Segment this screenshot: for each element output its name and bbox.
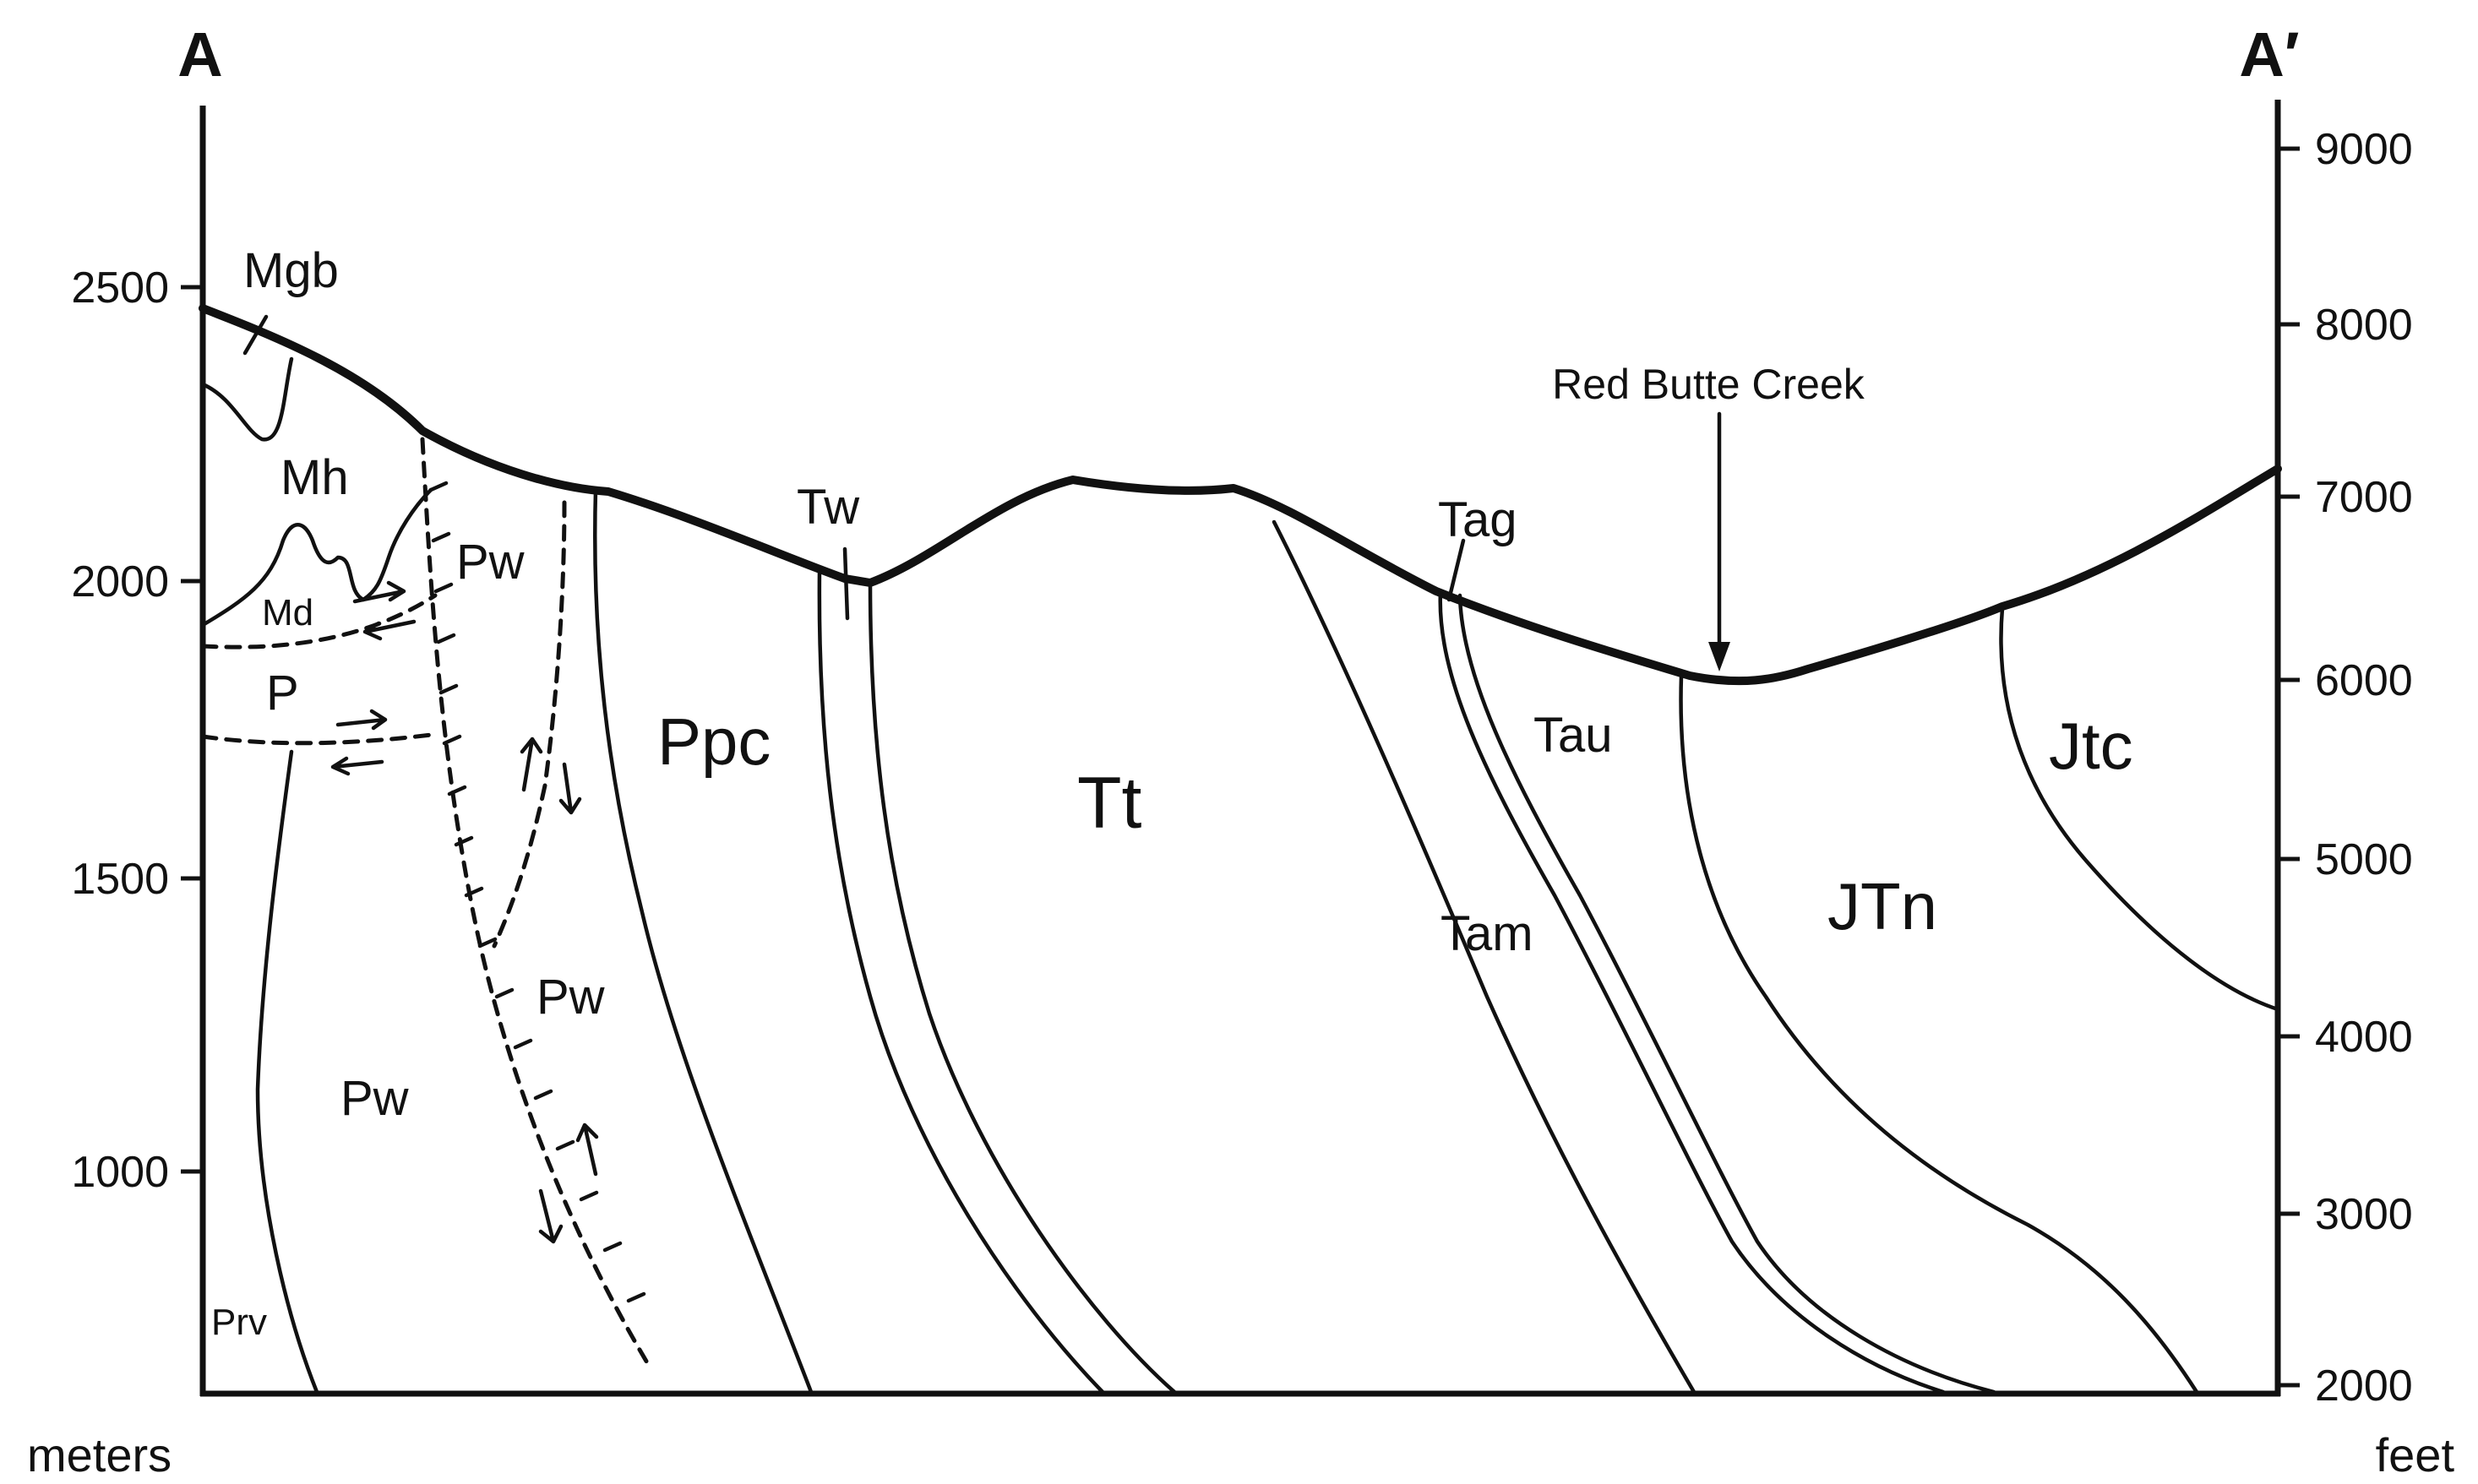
thrust-tooth (428, 481, 449, 492)
left-axis-unit: meters (27, 1428, 172, 1481)
slip-arrow-up (520, 737, 543, 792)
slip-arrow-down (538, 1188, 564, 1244)
unit-label-ppc: Ppc (657, 704, 771, 779)
left-tick-label: 1000 (71, 1148, 169, 1197)
unit-label-mh: Mh (280, 450, 349, 505)
unit-label-p: P (266, 666, 299, 720)
unit-label-mgb: Mgb (243, 243, 339, 298)
mh-md-contact (200, 487, 433, 628)
right-axis-ticks (2278, 146, 2300, 1388)
slip-arrow-left (362, 619, 417, 641)
unit-label-pw-upper: Pw (456, 535, 526, 590)
thrust-tooth (454, 835, 474, 847)
tag-leader (1446, 538, 1466, 602)
tt-tam-contact (1272, 519, 1696, 1394)
thrust-tooth (464, 886, 484, 898)
left-tick-label: 2000 (71, 557, 169, 606)
mgb-contact (200, 356, 294, 442)
slip-arrow-right (335, 709, 388, 731)
unit-label-tw: Tw (797, 480, 860, 535)
right-tick-label: 3000 (2315, 1190, 2413, 1239)
tw-leader (842, 546, 850, 621)
thrust-tooth (513, 1038, 533, 1050)
thrust-tooth (447, 785, 467, 796)
right-tick-label: 8000 (2315, 301, 2413, 350)
section-end-label: A′ (2239, 19, 2299, 90)
p-pw-fault (200, 732, 433, 746)
creek-arrow-head (1708, 642, 1730, 671)
slip-arrow-down (558, 762, 582, 815)
thrust-tooth (438, 683, 459, 695)
prv-pw-contact (255, 749, 319, 1394)
ppc-contact (593, 487, 814, 1394)
thrust-tooth (442, 734, 462, 746)
thrust-tooth (555, 1139, 575, 1151)
section-start-label: A (177, 19, 222, 90)
tag-bed-upper (1438, 589, 1946, 1394)
thrust-tooth (431, 531, 451, 543)
left-tick-label: 2500 (71, 264, 169, 313)
unit-label-tt: Tt (1077, 763, 1142, 844)
unit-label-md: Md (262, 592, 313, 633)
tau-jtn-contact (1679, 673, 2199, 1394)
thrust-tooth (626, 1291, 646, 1303)
thrust-tooth (533, 1089, 553, 1101)
mgb-leader (242, 314, 269, 356)
unit-label-jtn: JTn (1827, 869, 1937, 943)
right-tick-label: 4000 (2315, 1013, 2413, 1062)
right-tick-label: 6000 (2315, 656, 2413, 705)
thrust-teeth (428, 481, 646, 1303)
right-tick-label: 7000 (2315, 473, 2413, 522)
unit-label-pw-lower: Pw (340, 1071, 410, 1126)
unit-label-pw-middle: Pw (536, 970, 606, 1025)
thrust-tooth (494, 987, 515, 999)
right-tick-label: 5000 (2315, 835, 2413, 884)
unit-label-tau: Tau (1533, 708, 1613, 763)
tw-bed-upper (817, 568, 1105, 1394)
right-tick-label: 2000 (2315, 1362, 2413, 1411)
slip-arrow-right (352, 580, 406, 604)
thrust-tooth (602, 1241, 623, 1253)
ground-surface (199, 304, 2282, 686)
thrust-tooth (579, 1190, 599, 1202)
left-axis-ticks (181, 285, 203, 1174)
unit-label-prv: Prv (211, 1302, 267, 1343)
thrust-tooth (436, 633, 456, 644)
md-p-fault (200, 593, 438, 650)
slip-arrow-up (575, 1123, 599, 1177)
jtn-jtc-contact (1999, 606, 2280, 1012)
fault-movement-arrows (330, 580, 599, 1244)
unit-label-jtc: Jtc (2049, 709, 2133, 783)
pw-fault-trace (492, 500, 567, 949)
thrust-tooth (477, 937, 498, 949)
thrust-tooth (433, 582, 454, 594)
creek-label: Red Butte Creek (1552, 361, 1865, 408)
unit-label-tam: Tam (1441, 906, 1533, 961)
tw-bed-lower (868, 580, 1177, 1394)
tag-bed-lower (1457, 593, 1996, 1394)
right-axis-unit: feet (2376, 1428, 2455, 1481)
right-tick-label: 9000 (2315, 125, 2413, 174)
slip-arrow-left (330, 756, 384, 776)
sawtooth-thrust-trace (420, 437, 653, 1371)
unit-label-tag: Tag (1438, 492, 1517, 547)
left-tick-label: 1500 (71, 855, 169, 904)
